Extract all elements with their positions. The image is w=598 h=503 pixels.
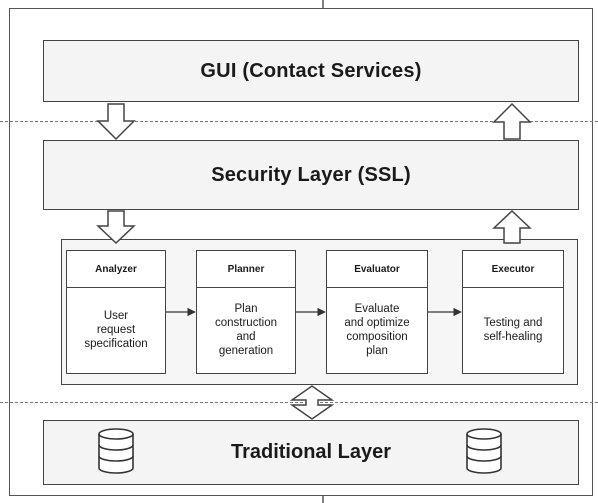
security-layer-label: Security Layer (SSL): [211, 163, 411, 186]
executor-text: Testing and self-healing: [483, 317, 543, 343]
security-layer-box: Security Layer (SSL): [43, 140, 579, 210]
evaluator-text: Evaluate and optimize composition plan: [344, 303, 410, 357]
arrow-up-icon: [492, 102, 532, 140]
database-icon: [466, 428, 502, 474]
executor-title: Executor: [463, 251, 563, 288]
planner-text: Plan construction and generation: [214, 303, 277, 357]
analyzer-text: User request specification: [84, 310, 148, 350]
diagram-frame: [9, 8, 593, 496]
arrow-up-icon: [492, 209, 532, 244]
traditional-layer-label: Traditional Layer: [230, 441, 392, 463]
database-icon: [98, 428, 134, 474]
analyzer-card: Analyzer User request specification: [66, 250, 166, 374]
planner-title: Planner: [197, 251, 295, 288]
gui-layer-label: GUI (Contact Services): [200, 59, 422, 82]
arrow-down-icon: [96, 210, 136, 245]
executor-card: Executor Testing and self-healing: [462, 250, 564, 374]
evaluator-title: Evaluator: [327, 251, 427, 288]
boundary-line-top: [0, 121, 598, 122]
arrow-down-icon: [96, 103, 136, 141]
boundary-line-bottom: [0, 402, 598, 403]
gui-layer-box: GUI (Contact Services): [43, 40, 579, 102]
planner-card: Planner Plan construction and generation: [196, 250, 296, 374]
analyzer-title: Analyzer: [67, 251, 165, 288]
arrow-bidirectional-icon: [289, 385, 335, 420]
evaluator-card: Evaluator Evaluate and optimize composit…: [326, 250, 428, 374]
